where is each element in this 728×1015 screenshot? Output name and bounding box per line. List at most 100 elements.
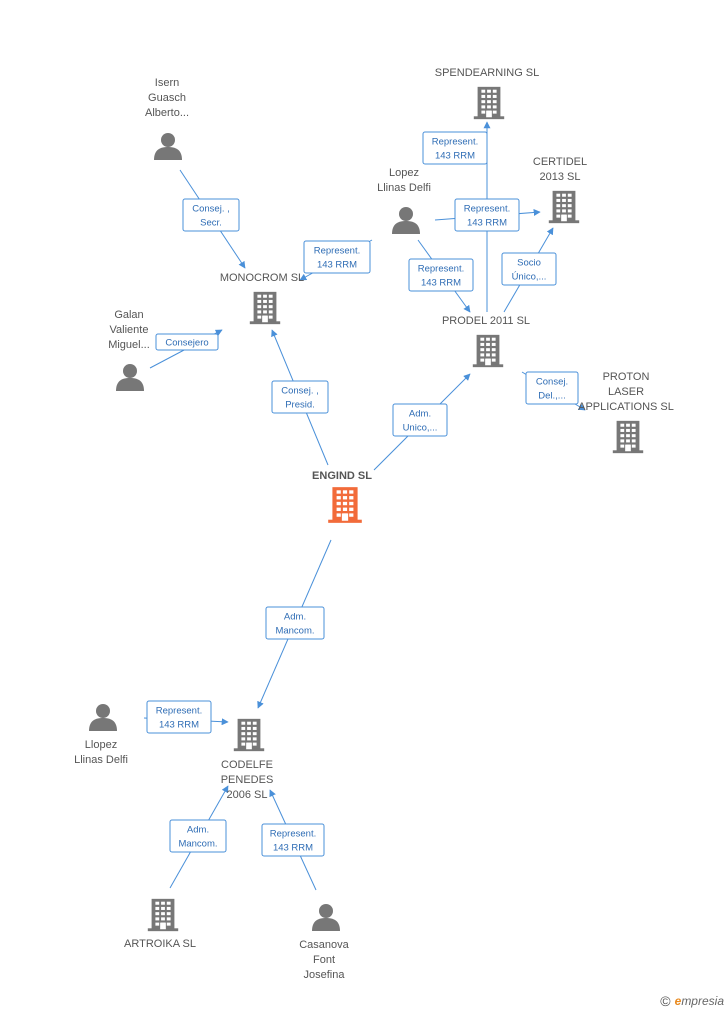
node-label: Isern	[155, 77, 179, 89]
relation-label-box	[169, 819, 227, 853]
relation-label-text: Consej. ,	[281, 386, 319, 397]
node-label: Llinas Delfi	[74, 754, 128, 766]
relation-label-text: Secr.	[200, 218, 222, 229]
building-icon	[548, 190, 580, 224]
relation-label-text: Adm.	[187, 825, 209, 836]
building-icon	[472, 334, 504, 368]
relation-label[interactable]: SocioÚnico,...	[501, 252, 557, 286]
relation-label-text: Mancom.	[275, 626, 314, 637]
person-icon	[392, 207, 420, 234]
node-galan[interactable]: GalanValienteMiguel...	[108, 309, 150, 391]
relation-label-text: Consej. ,	[192, 204, 230, 215]
node-label: Font	[313, 954, 335, 966]
node-spendearning[interactable]: SPENDEARNING SL	[435, 67, 540, 120]
relation-label[interactable]: Represent.143 RRM	[422, 131, 488, 165]
building-icon	[233, 718, 265, 752]
relation-label-box	[261, 823, 325, 857]
building-icon	[612, 420, 644, 454]
relation-label-box	[454, 198, 520, 232]
relation-label-box	[155, 333, 219, 351]
relation-label-text: Consejero	[165, 338, 208, 349]
relation-label[interactable]: Represent. 143 RRM	[261, 823, 325, 857]
relation-label[interactable]: Consej.Del.,...	[525, 371, 579, 405]
relation-label[interactable]: Adm.Unico,...	[392, 403, 448, 437]
edge-llopez-codelfe: Represent.143 RRM	[143, 700, 229, 734]
node-proton[interactable]: PROTON LASER APPLICATIONS SL	[578, 371, 674, 454]
node-label: SPENDEARNING SL	[435, 67, 540, 79]
relation-label-text: Represent.	[270, 829, 316, 840]
node-label: Josefina	[304, 969, 346, 981]
node-engind[interactable]: ENGIND SL	[312, 470, 372, 523]
person-icon	[116, 364, 144, 391]
relation-label-text: 143 RRM	[159, 720, 199, 731]
relation-label-box	[392, 403, 448, 437]
relation-label[interactable]: Represent.143 RRM	[454, 198, 520, 232]
relation-label-text: 143 RRM	[317, 260, 357, 271]
node-label: LASER	[608, 386, 644, 398]
node-label: ARTROIKA SL	[124, 938, 196, 950]
relation-label[interactable]: Adm. Mancom.	[265, 606, 325, 640]
node-label: MONOCROM SL	[220, 272, 304, 284]
relation-label-box	[408, 258, 474, 292]
edge-artroika-codelfe: Adm. Mancom.	[169, 785, 229, 889]
relation-label-text: Consej.	[536, 377, 568, 388]
building-icon	[328, 487, 362, 523]
relation-label[interactable]: Consejero	[155, 333, 219, 351]
node-label: APPLICATIONS SL	[578, 401, 674, 413]
node-label: Alberto...	[145, 107, 189, 119]
node-label: CERTIDEL	[533, 156, 587, 168]
building-icon	[147, 898, 179, 932]
relation-label[interactable]: Represent.143 RRM	[408, 258, 474, 292]
relation-label-text: Presid.	[285, 400, 315, 411]
person-icon	[154, 133, 182, 160]
edge-prodel-proton: Consej.Del.,...	[521, 371, 586, 411]
footer-brand: © empresia	[660, 993, 724, 1009]
relation-label[interactable]: Consej. , Presid.	[271, 380, 329, 414]
relation-label-box	[525, 371, 579, 405]
relation-label-text: Represent.	[314, 246, 360, 257]
building-icon	[473, 86, 505, 120]
relation-label[interactable]: Adm. Mancom.	[169, 819, 227, 853]
relation-label-text: Mancom.	[178, 839, 217, 850]
node-artroika[interactable]: ARTROIKA SL	[124, 898, 196, 950]
node-label: Galan	[114, 309, 143, 321]
node-monocrom[interactable]: MONOCROM SL	[220, 272, 304, 325]
relation-label-box	[146, 700, 212, 734]
edge-engind-codelfe: Adm. Mancom.	[257, 539, 332, 709]
relation-label[interactable]: Represent. 143 RRM	[303, 240, 371, 274]
node-label: Guasch	[148, 92, 186, 104]
relation-label-text: Único,...	[512, 272, 547, 283]
node-label: 2006 SL	[227, 789, 268, 801]
node-label: Miguel...	[108, 339, 150, 351]
relation-label-box	[271, 380, 329, 414]
relation-label-text: 143 RRM	[435, 151, 475, 162]
relation-label[interactable]: Consej. , Secr.	[182, 198, 240, 232]
node-prodel[interactable]: PRODEL 2011 SL	[442, 315, 530, 368]
node-label: PROTON	[603, 371, 650, 383]
node-label: Valiente	[110, 324, 149, 336]
copyright-symbol: ©	[660, 993, 671, 1009]
relation-label-text: 143 RRM	[421, 278, 461, 289]
relation-label-box	[422, 131, 488, 165]
relation-label-text: 143 RRM	[273, 843, 313, 854]
node-isern[interactable]: IsernGuaschAlberto...	[145, 77, 189, 160]
node-label: Llopez	[85, 739, 117, 751]
relation-label-text: Adm.	[284, 612, 306, 623]
relation-label-text: Socio	[517, 258, 541, 269]
node-label: ENGIND SL	[312, 470, 372, 482]
relation-label-box	[182, 198, 240, 232]
edge-lopez1-prodel: Represent.143 RRM	[408, 239, 474, 313]
relation-label-text: Unico,...	[403, 423, 438, 434]
node-label: Casanova	[299, 939, 349, 951]
building-icon	[249, 291, 281, 325]
person-icon	[89, 704, 117, 731]
relation-label[interactable]: Represent.143 RRM	[146, 700, 212, 734]
relation-label-box	[501, 252, 557, 286]
edge-engind-prodel: Adm.Unico,...	[373, 373, 471, 471]
